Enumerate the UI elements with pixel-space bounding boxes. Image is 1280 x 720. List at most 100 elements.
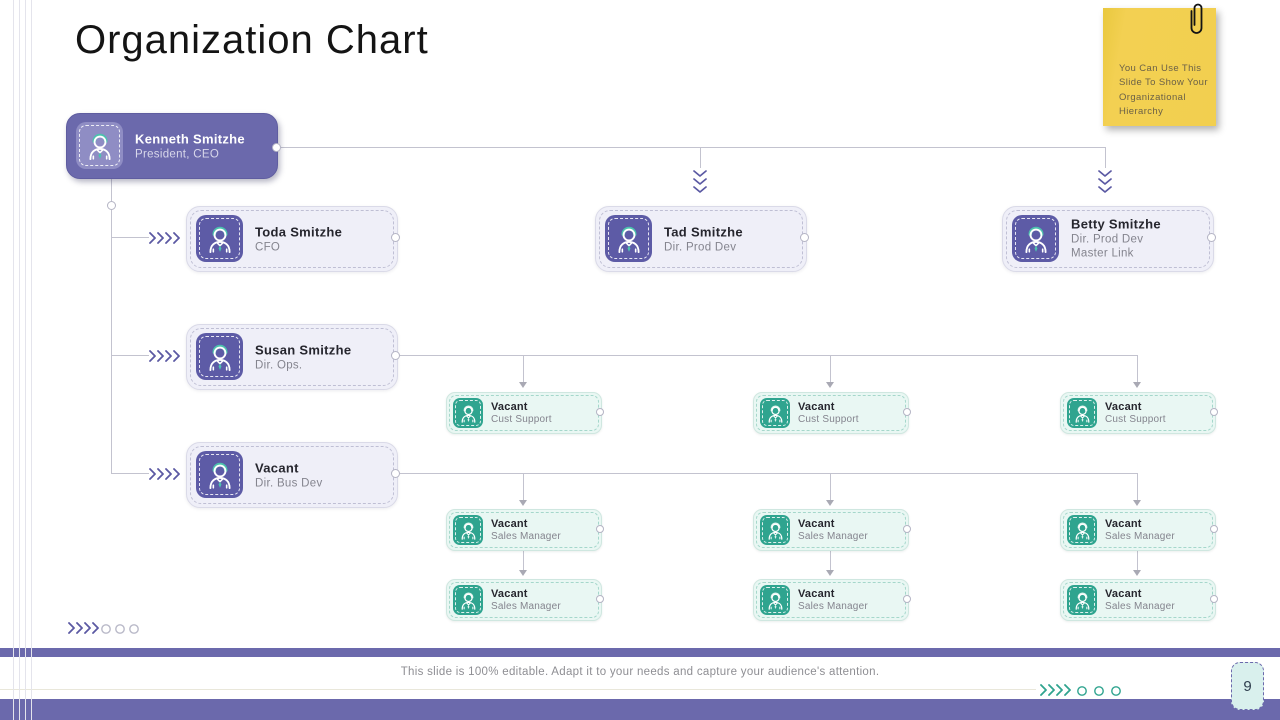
- person-icon: [1012, 215, 1059, 262]
- person-role: President, CEO: [135, 148, 220, 161]
- connector-dot: [903, 595, 911, 603]
- connector-line: [700, 147, 701, 168]
- sticky-note-line: You Can Use This: [1119, 63, 1202, 74]
- arrow-down-icon: [826, 570, 834, 576]
- person-name: Vacant: [255, 460, 299, 476]
- person-name: Vacant: [798, 518, 835, 530]
- person-role: Sales Manager: [798, 601, 868, 612]
- page-number-badge: 9: [1231, 662, 1264, 710]
- connector-dot: [1207, 233, 1216, 242]
- person-name: Vacant: [1105, 401, 1142, 413]
- connector-line: [523, 355, 524, 382]
- person-role: Dir. Ops.: [255, 359, 303, 372]
- bottom-bar: [0, 699, 1280, 720]
- person-name: Vacant: [1105, 588, 1142, 600]
- divider-bar: [0, 648, 1280, 657]
- person-name: Vacant: [798, 588, 835, 600]
- person-role: Dir. Prod Dev: [664, 241, 737, 254]
- person-name: Vacant: [798, 401, 835, 413]
- arrow-down-icon: [1133, 570, 1141, 576]
- connector-dot: [107, 201, 116, 210]
- org-box-dir-prod-dev: Tad Smitzhe Dir. Prod Dev: [595, 206, 807, 272]
- person-role: Sales Manager: [798, 531, 868, 542]
- person-name: Vacant: [491, 401, 528, 413]
- connector-dot: [391, 469, 400, 478]
- connector-dot: [391, 351, 400, 360]
- connector-line: [1137, 355, 1138, 382]
- org-box-cust-support: Vacant Cust Support: [753, 392, 909, 434]
- person-role: Cust Support: [1105, 414, 1166, 425]
- org-box-cfo: Toda Smitzhe CFO: [186, 206, 398, 272]
- person-name: Susan Smitzhe: [255, 342, 352, 358]
- connector-line: [830, 550, 831, 571]
- person-icon: [760, 515, 790, 545]
- arrow-down-icon: [1133, 382, 1141, 388]
- sticky-note-line: Slide To Show Your: [1119, 77, 1208, 89]
- connector-line: [111, 473, 149, 474]
- connector-line: [523, 550, 524, 571]
- connector-line: [1137, 473, 1138, 500]
- connector-dot: [596, 408, 604, 416]
- person-icon: [1067, 398, 1097, 428]
- org-box-cust-support: Vacant Cust Support: [446, 392, 602, 434]
- arrow-down-icon: [826, 382, 834, 388]
- connector-line: [1137, 550, 1138, 571]
- connector-line: [400, 355, 1137, 356]
- person-name: Toda Smitzhe: [255, 224, 343, 240]
- person-icon: [605, 215, 652, 262]
- person-name: Vacant: [491, 588, 528, 600]
- person-icon: [1067, 515, 1097, 545]
- person-role: Sales Manager: [491, 601, 561, 612]
- person-role: Sales Manager: [1105, 601, 1175, 612]
- org-box-sales-manager: Vacant Sales Manager: [753, 509, 909, 551]
- chevron-down-icon: [1098, 170, 1112, 193]
- person-icon: [76, 122, 123, 169]
- chevron-right-icon: [149, 232, 180, 244]
- connector-dot: [1210, 595, 1218, 603]
- person-name: Vacant: [1105, 518, 1142, 530]
- person-icon: [196, 451, 243, 498]
- chevron-down-icon: [693, 170, 707, 193]
- person-role: Dir. Bus Dev: [255, 477, 323, 490]
- person-icon: [760, 585, 790, 615]
- connector-line: [111, 237, 149, 238]
- connector-dot: [903, 525, 911, 533]
- person-icon: [1067, 585, 1097, 615]
- person-role: Sales Manager: [491, 531, 561, 542]
- person-icon: [453, 585, 483, 615]
- person-icon: [196, 333, 243, 380]
- sticky-note: You Can Use This Slide To Show Your Orga…: [1103, 8, 1216, 126]
- connector-dot: [903, 408, 911, 416]
- chevron-right-icon: [1040, 684, 1071, 696]
- decoration-dots: [1077, 686, 1121, 696]
- org-box-sales-manager: Vacant Sales Manager: [1060, 579, 1216, 621]
- person-role-line2: Master Link: [1071, 247, 1134, 260]
- org-box-dir-prod-dev-master: Betty Smitzhe Dir. Prod Dev Master Link: [1002, 206, 1214, 272]
- paperclip-icon: [1190, 3, 1203, 34]
- org-box-dir-bus-dev: Vacant Dir. Bus Dev: [186, 442, 398, 508]
- left-accent-line: [13, 0, 14, 720]
- connector-dot: [272, 143, 281, 152]
- person-icon: [453, 398, 483, 428]
- person-name: Tad Smitzhe: [664, 224, 743, 240]
- sticky-note-line: Organizational: [1119, 91, 1186, 103]
- page-title: Organization Chart: [75, 18, 429, 62]
- person-name: Vacant: [491, 518, 528, 530]
- connector-dot: [1210, 408, 1218, 416]
- arrow-down-icon: [1133, 500, 1141, 506]
- person-icon: [196, 215, 243, 262]
- org-box-sales-manager: Vacant Sales Manager: [753, 579, 909, 621]
- connector-line: [111, 177, 112, 201]
- connector-line: [111, 210, 112, 474]
- chevron-right-icon: [149, 350, 180, 362]
- person-role: Dir. Prod Dev: [1071, 233, 1144, 246]
- org-box-sales-manager: Vacant Sales Manager: [1060, 509, 1216, 551]
- person-role: CFO: [255, 241, 281, 254]
- person-name: Kenneth Smitzhe: [135, 131, 245, 147]
- footer-note: This slide is 100% editable. Adapt it to…: [400, 666, 880, 678]
- person-role: Cust Support: [491, 414, 552, 425]
- connector-line: [400, 473, 1137, 474]
- chevron-right-icon: [149, 468, 180, 480]
- page-number: 9: [1243, 677, 1252, 695]
